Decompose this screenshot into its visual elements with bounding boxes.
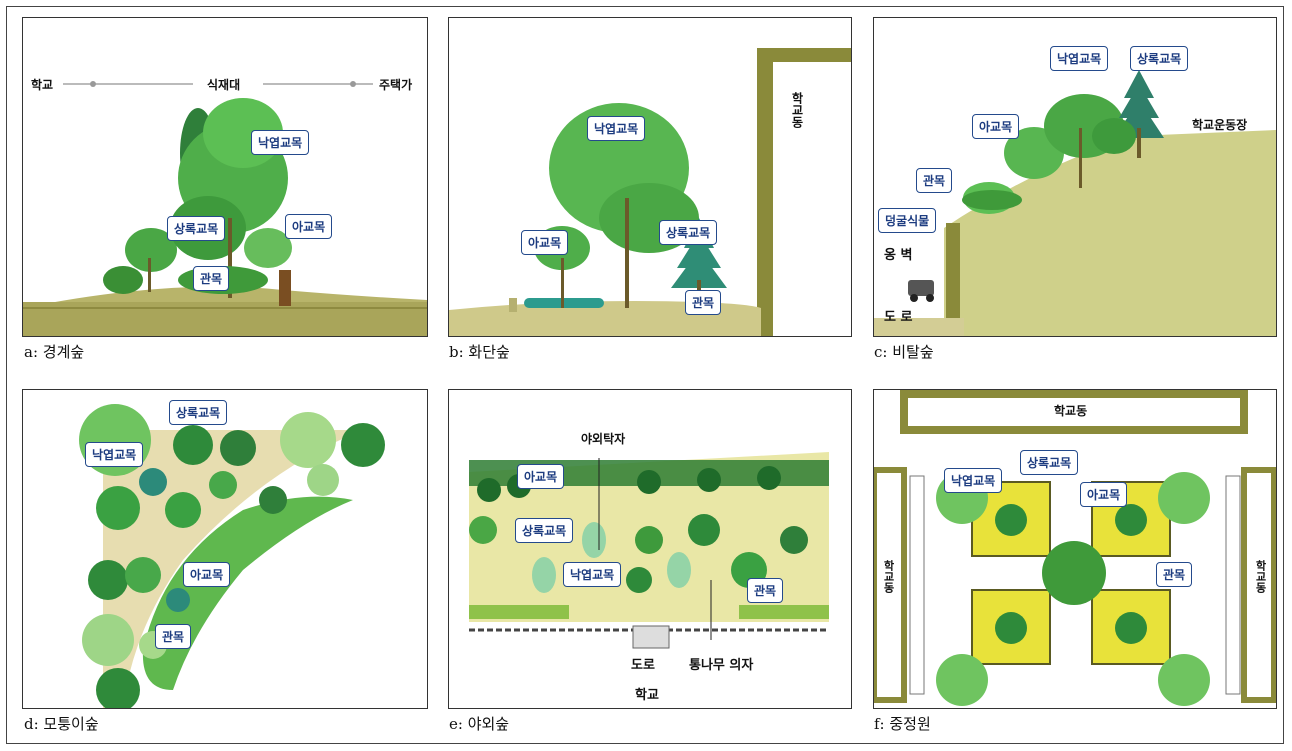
profile-left-label: 학교: [31, 78, 54, 92]
log-bench-label: 통나무 의자: [689, 658, 754, 673]
label-deciduous-tall: 낙엽교목: [944, 468, 1003, 493]
panel-f-illustration: [874, 390, 1276, 706]
panel-d-illustration: [79, 404, 385, 708]
school-label: 학교: [635, 688, 659, 703]
label-evergreen-tall: 상록교목: [167, 216, 226, 241]
profile-right-label: 주택가: [379, 78, 413, 92]
playground-label: 학교운동장: [1192, 118, 1248, 132]
picnic-table-label: 야외탁자: [581, 432, 626, 446]
label-small-tree: 아교목: [521, 230, 569, 255]
building-top-label: 학교동: [1054, 404, 1088, 418]
label-deciduous-tall: 낙엽교목: [251, 130, 310, 155]
label-small-tree: 아교목: [285, 214, 333, 239]
panel-c-illustration: [874, 70, 1276, 336]
profile-center-label: 식재대: [207, 78, 241, 92]
figure-frame: 학교 식재대 주택가 낙엽교목 상록교목 아교목 관목 a: 경계숲 학교동 낙…: [6, 6, 1284, 744]
caption-e: e: 야외숲: [449, 715, 510, 733]
label-evergreen-tall: 상록교목: [659, 220, 718, 245]
panel-f-courtyard-garden: 학교동 학교동 학교동 낙엽교목 상록교목 아교목 관목: [873, 389, 1277, 709]
label-shrub: 관목: [916, 168, 953, 193]
label-shrub: 관목: [155, 624, 192, 649]
panel-e-illustration: [469, 452, 829, 649]
label-evergreen-tall: 상록교목: [169, 400, 228, 425]
caption-a: a: 경계숲: [24, 343, 85, 361]
label-deciduous-tall: 낙엽교목: [587, 116, 646, 141]
label-shrub: 관목: [747, 578, 784, 603]
road-label: 도 로: [884, 310, 913, 325]
caption-d: d: 모퉁이숲: [24, 715, 99, 733]
label-deciduous-tall: 낙엽교목: [85, 442, 144, 467]
label-shrub: 관목: [685, 290, 722, 315]
caption-b: b: 화단숲: [449, 343, 510, 361]
caption-c: c: 비탈숲: [874, 343, 934, 361]
label-shrub: 관목: [1156, 562, 1193, 587]
building-label: 학교동: [790, 92, 804, 128]
label-small-tree: 아교목: [972, 114, 1020, 139]
building-right-label: 학교동: [1254, 560, 1267, 593]
caption-f: f: 중정원: [874, 715, 931, 733]
label-evergreen-tall: 상록교목: [1020, 450, 1079, 475]
panel-b-flowerbed-forest: 학교동 낙엽교목 아교목 상록교목 관목: [448, 17, 852, 337]
panel-e-outdoor-forest: 야외탁자 아교목 상록교목 낙엽교목 관목 도로 통나무 의자 학교: [448, 389, 852, 709]
building-left-label: 학교동: [882, 560, 895, 593]
panel-c-slope-forest: 낙엽교목 상록교목 학교운동장 아교목 관목 덩굴식물 옹 벽 도 로: [873, 17, 1277, 337]
label-small-tree: 아교목: [517, 464, 565, 489]
label-evergreen-tall: 상록교목: [515, 518, 574, 543]
label-shrub: 관목: [193, 266, 230, 291]
retaining-wall-label: 옹 벽: [884, 248, 913, 263]
road-label: 도로: [631, 658, 655, 673]
panel-b-illustration: [449, 48, 851, 336]
label-vine: 덩굴식물: [878, 208, 937, 233]
label-small-tree: 아교목: [1080, 482, 1128, 507]
panel-a-boundary-forest: 학교 식재대 주택가 낙엽교목 상록교목 아교목 관목: [22, 17, 428, 337]
label-deciduous-tall: 낙엽교목: [1050, 46, 1109, 71]
label-deciduous-tall: 낙엽교목: [563, 562, 622, 587]
label-evergreen-tall: 상록교목: [1130, 46, 1189, 71]
panel-d-corner-forest: 상록교목 낙엽교목 아교목 관목: [22, 389, 428, 709]
label-small-tree: 아교목: [183, 562, 231, 587]
